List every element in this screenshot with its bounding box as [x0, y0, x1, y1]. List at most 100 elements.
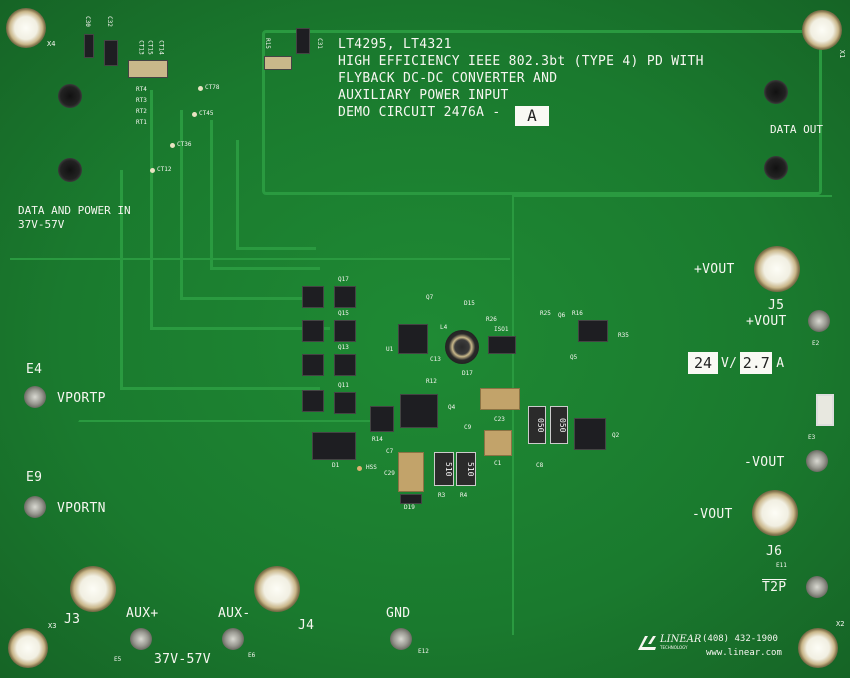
via-hss [357, 466, 362, 471]
mosfet-q13b [334, 354, 356, 376]
label-j3: J3 [64, 612, 81, 627]
ic-q5 [578, 320, 608, 342]
label-l4: L4 [440, 324, 448, 331]
label-r15: R15 [263, 38, 271, 49]
label-q15: Q15 [338, 310, 349, 317]
terminal-j3[interactable] [70, 566, 116, 612]
label-x4: X4 [47, 40, 56, 48]
current-box: 2.7 [740, 352, 773, 374]
terminal-j6[interactable] [752, 490, 798, 536]
via-ct45 [192, 112, 197, 117]
label-vout-plus-j5: +VOUT [746, 314, 787, 329]
connector-pin-out-top [764, 80, 788, 104]
label-c29: C29 [384, 470, 395, 477]
label-d17: D17 [462, 370, 473, 377]
mount-hole-x4 [6, 8, 46, 48]
terminal-j4[interactable] [254, 566, 300, 612]
label-gnd: GND [386, 606, 411, 621]
label-q5: Q5 [570, 354, 578, 361]
capacitor-c30 [84, 34, 94, 58]
label-ct45: CT45 [199, 110, 214, 117]
diode-d1 [312, 432, 356, 460]
label-e6: E6 [248, 652, 256, 659]
label-vout-plus: +VOUT [694, 262, 735, 277]
capacitor-c14 [370, 406, 394, 432]
label-e12: E12 [418, 648, 429, 655]
mosfet-q17 [302, 286, 324, 308]
trace-input-d [236, 140, 316, 250]
mosfet-q11b [334, 392, 356, 414]
label-c31: C31 [315, 38, 323, 49]
label-r25: R25 [540, 310, 551, 317]
terminal-e3[interactable] [806, 450, 828, 472]
label-d15: D15 [464, 300, 475, 307]
label-c32: C32 [105, 16, 113, 27]
label-e4: E4 [26, 362, 43, 377]
resistor-r3: 510 [434, 452, 454, 486]
capacitor-c29 [398, 452, 424, 492]
trace-input-c [210, 120, 320, 270]
ic-controller [398, 324, 428, 354]
label-rt3: RT3 [136, 97, 147, 104]
linear-logo-icon [638, 636, 656, 650]
mosfet-q4 [400, 394, 438, 428]
trace-left-plane [10, 200, 510, 260]
mount-hole-x1 [802, 10, 842, 50]
label-r16: R16 [572, 310, 583, 317]
via-ct36 [170, 143, 175, 148]
label-c13: C13 [430, 356, 441, 363]
connector-pin-in-bottom [58, 158, 82, 182]
terminal-vportn[interactable] [24, 496, 46, 518]
label-aux-range: 37V-57V [154, 652, 211, 667]
label-x3: X3 [48, 622, 57, 630]
label-vout-minus: -VOUT [744, 455, 785, 470]
mosfet-q2 [574, 418, 606, 450]
terminal-e5[interactable] [130, 628, 152, 650]
resistor-r4: 510 [456, 452, 476, 486]
label-q17: Q17 [338, 276, 349, 283]
terminal-j5[interactable] [754, 246, 800, 292]
logo-text: LINEAR [660, 634, 702, 645]
resistor-array-r15 [264, 56, 292, 70]
cap-array [128, 60, 168, 78]
label-j5: J5 [768, 298, 785, 313]
trace-input-e [120, 170, 320, 390]
title-line-2: HIGH EFFICIENCY IEEE 802.3bt (TYPE 4) PD… [338, 54, 704, 69]
label-aux-minus: AUX- [218, 606, 251, 621]
terminal-vportp[interactable] [24, 386, 46, 408]
label-c9: C9 [464, 424, 472, 431]
label-q2: Q2 [612, 432, 620, 439]
label-j4: J4 [298, 618, 315, 633]
mosfet-q17b [334, 286, 356, 308]
revision-box: A [515, 106, 549, 126]
led-indicator [816, 394, 834, 426]
capacitor-c32 [104, 40, 118, 66]
terminal-t2p[interactable] [806, 576, 828, 598]
label-e5: E5 [114, 656, 122, 663]
rating-block: 24 V/ 2.7 A [688, 352, 784, 374]
label-e3: E3 [808, 434, 816, 441]
terminal-e2[interactable] [808, 310, 830, 332]
label-r26: R26 [486, 316, 497, 323]
terminal-gnd-e12[interactable] [390, 628, 412, 650]
label-ct12: CT12 [157, 166, 172, 173]
trace-input-b [180, 110, 320, 300]
label-e2: E2 [812, 340, 820, 347]
label-d19: D19 [404, 504, 415, 511]
logo-sub: TECHNOLOGY [660, 645, 688, 650]
voltage-unit: V/ [721, 355, 738, 371]
label-data-power-in: DATA AND POWER IN [18, 204, 131, 217]
optocoupler-iso1 [488, 336, 516, 354]
label-ct15: CT15 [146, 40, 154, 55]
label-t2p: T2P [762, 580, 787, 595]
label-ct13: CT13 [137, 40, 145, 55]
connector-pin-out-bottom [764, 156, 788, 180]
label-q11: Q11 [338, 382, 349, 389]
label-q6: Q6 [558, 312, 566, 319]
trace-input-a [150, 90, 330, 330]
label-u1: U1 [386, 346, 394, 353]
mosfet-q13 [302, 354, 324, 376]
capacitor-c31 [296, 28, 310, 54]
label-x2: X2 [836, 620, 845, 628]
terminal-e6[interactable] [222, 628, 244, 650]
